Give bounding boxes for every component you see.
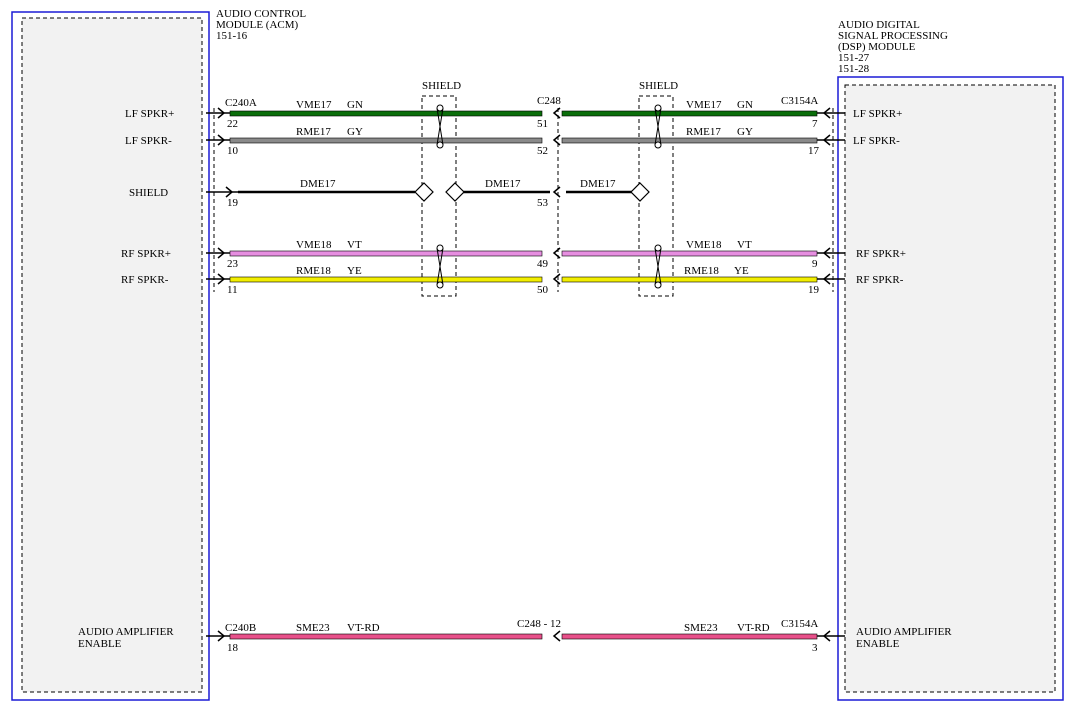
connector-c240b: C240B (225, 622, 257, 634)
pin-acm-rme17: 10 (227, 145, 238, 157)
shield-label-right: SHIELD (639, 80, 679, 92)
connector-c248: C248 (537, 95, 561, 107)
dsp-pin-arrows (817, 107, 845, 642)
pin-acm-vme18: 23 (227, 258, 238, 270)
pin-acm-sme23: 18 (227, 642, 238, 654)
acm-signal-amp-enable: AUDIO AMPLIFIER ENABLE (78, 626, 174, 650)
connector-c240a: C240A (225, 97, 257, 109)
color-rme18-left: YE (347, 265, 362, 277)
wire-rme18-left (229, 276, 543, 283)
acm-module-body (21, 17, 203, 693)
acm-module-box (11, 11, 210, 701)
color-vme18-left: VT (347, 239, 362, 251)
circuit-rme18-right: RME18 (684, 265, 719, 277)
circuit-vme18-right: VME18 (686, 239, 722, 251)
connector-c3154a-bottom: C3154A (781, 618, 819, 630)
acm-pin-arrows (206, 107, 238, 642)
color-sme23-right: VT-RD (737, 622, 770, 634)
color-vme17-left: GN (347, 99, 363, 111)
dsp-module-title: AUDIO DIGITAL SIGNAL PROCESSING (DSP) MO… (838, 19, 948, 75)
dsp-signal-rf-neg: RF SPKR- (856, 274, 904, 286)
wire-rme17-right (561, 137, 818, 144)
color-vme17-right: GN (737, 99, 753, 111)
acm-signal-lf-pos: LF SPKR+ (125, 108, 175, 120)
dsp-signal-lf-pos: LF SPKR+ (853, 108, 903, 120)
acm-module-title: AUDIO CONTROL MODULE (ACM) 151-16 (216, 8, 307, 42)
acm-signal-rf-neg: RF SPKR- (121, 274, 169, 286)
pin-acm-dme17: 19 (227, 197, 238, 209)
wire-vme18-left (229, 250, 543, 257)
wire-sme23-right (561, 633, 818, 640)
acm-signal-shield: SHIELD (129, 187, 169, 199)
wire-rme18-right (561, 276, 818, 283)
shield-diamonds (414, 182, 650, 202)
color-rme17-left: GY (347, 126, 363, 138)
dsp-signal-lf-neg: LF SPKR- (853, 135, 900, 147)
connector-c248-12: C248 - 12 (517, 618, 561, 630)
circuit-vme17-right: VME17 (686, 99, 722, 111)
pin-dsp-vme17: 7 (812, 118, 818, 130)
circuit-vme17-left: VME17 (296, 99, 332, 111)
circuit-vme18-left: VME18 (296, 239, 332, 251)
pin-dsp-rme17: 17 (808, 145, 819, 157)
wire-vme17-right (561, 110, 818, 117)
color-rme18-right: YE (734, 265, 749, 277)
shield-label-left: SHIELD (422, 80, 462, 92)
dsp-module-box (837, 76, 1064, 701)
pin-acm-vme17: 22 (227, 118, 238, 130)
circuit-sme23-right: SME23 (684, 622, 718, 634)
pin-c248-rme18: 50 (537, 284, 548, 296)
dsp-module-body (844, 84, 1056, 693)
connector-c3154a-top: C3154A (781, 95, 819, 107)
twist-markers (436, 104, 662, 289)
wire-vme17-left (229, 110, 543, 117)
pin-c248-dme17: 53 (537, 197, 548, 209)
circuit-rme18-left: RME18 (296, 265, 331, 277)
circuit-sme23-left: SME23 (296, 622, 330, 634)
c248-arrows (552, 107, 561, 642)
acm-signal-lf-neg: LF SPKR- (125, 135, 172, 147)
pin-dsp-rme18: 19 (808, 284, 819, 296)
acm-signal-rf-pos: RF SPKR+ (121, 248, 171, 260)
color-rme17-right: GY (737, 126, 753, 138)
circuit-dme17-mid: DME17 (485, 178, 521, 190)
color-sme23-left: VT-RD (347, 622, 380, 634)
dsp-signal-rf-pos: RF SPKR+ (856, 248, 906, 260)
circuit-dme17-right: DME17 (580, 178, 616, 190)
color-vme18-right: VT (737, 239, 752, 251)
wire-vme18-right (561, 250, 818, 257)
circuit-rme17-left: RME17 (296, 126, 331, 138)
pin-acm-rme18: 11 (227, 284, 238, 296)
pin-c248-vme18: 49 (537, 258, 548, 270)
pin-c248-rme17: 52 (537, 145, 548, 157)
pin-dsp-vme18: 9 (812, 258, 818, 270)
wire-rme17-left (229, 137, 543, 144)
circuit-dme17-left: DME17 (300, 178, 336, 190)
wire-sme23-left (229, 633, 543, 640)
pin-dsp-sme23: 3 (812, 642, 818, 654)
dsp-signal-amp-enable: AUDIO AMPLIFIER ENABLE (856, 626, 952, 650)
pin-c248-vme17: 51 (537, 118, 548, 130)
circuit-rme17-right: RME17 (686, 126, 721, 138)
